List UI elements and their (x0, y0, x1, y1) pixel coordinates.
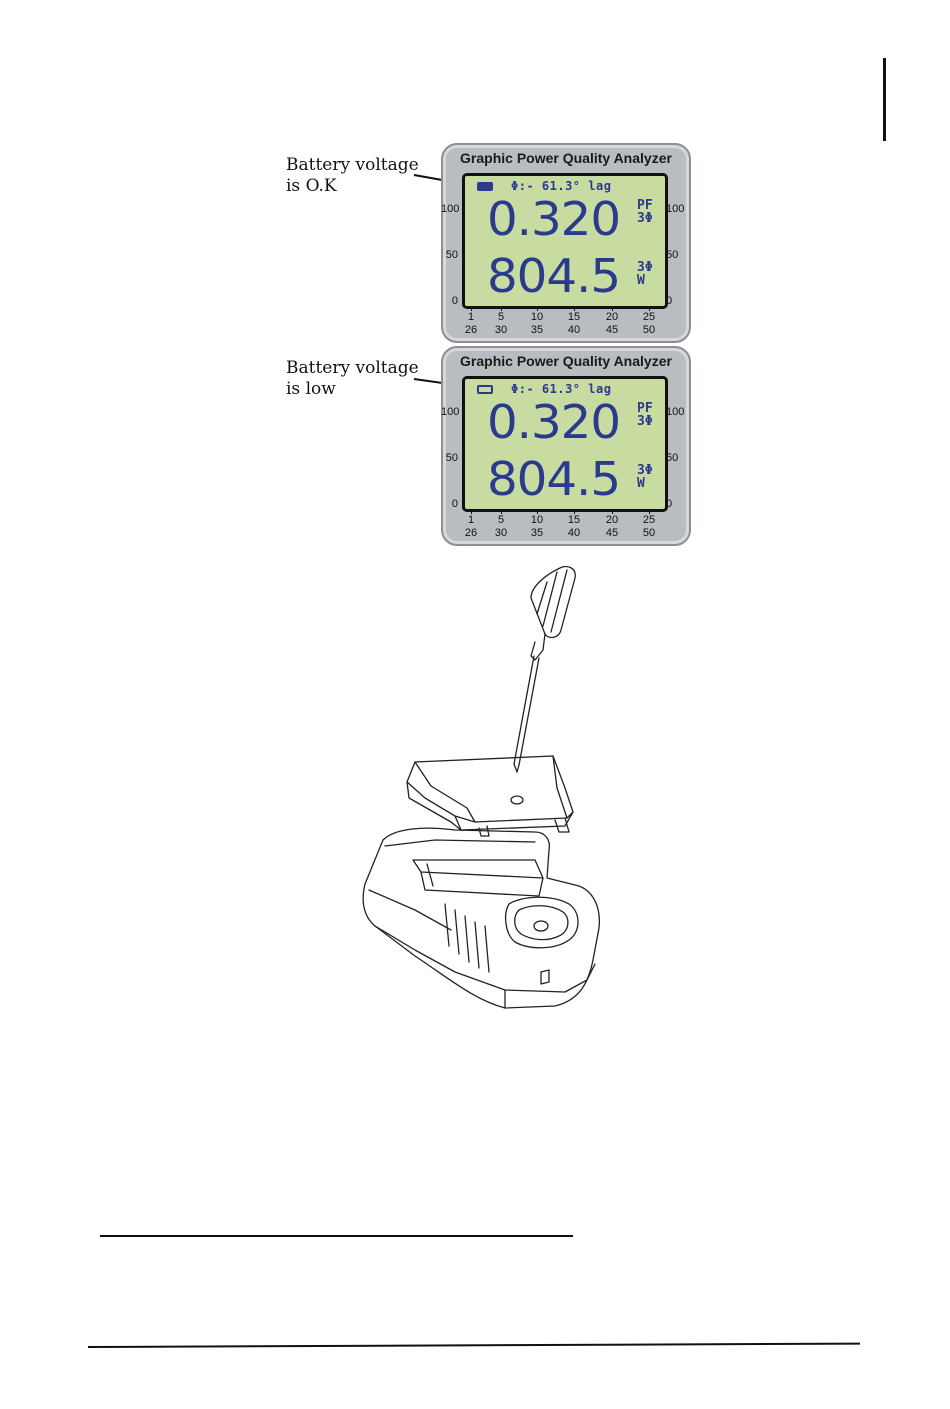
harmonic-tick-20: 20 (602, 514, 622, 526)
scale-left-100: 100 (441, 406, 458, 418)
harmonic-tick-5: 5 (491, 311, 511, 323)
unit-3phase-top: 3Φ (637, 212, 653, 225)
lcd-screen: Φ:- 61.3° lag 0.320 PF 3Φ 804.5 3Φ W (462, 376, 668, 512)
lcd-screen: Φ:- 61.3° lag 0.320 PF 3Φ 804.5 3Φ W (462, 173, 668, 309)
page-side-rule (883, 58, 886, 141)
battery-replacement-illustration (355, 560, 615, 1020)
scale-left-0: 0 (441, 295, 458, 307)
footer-rule (88, 1343, 860, 1348)
screwdriver-illustration (514, 566, 575, 772)
harmonic-tick-25: 25 (639, 311, 659, 323)
unit-watt: W (637, 477, 645, 490)
harmonic-tick-15: 15 (564, 311, 584, 323)
meter-face-battery-low: Graphic Power Quality Analyzer 100 50 0 … (441, 346, 691, 546)
harmonic-tick-35: 35 (527, 324, 547, 336)
callout-battery-ok: Battery voltage is O.K (286, 155, 419, 197)
power-value: 804.5 (487, 456, 620, 502)
meter-face-battery-ok: Graphic Power Quality Analyzer 100 50 0 … (441, 143, 691, 343)
scale-left-0: 0 (441, 498, 458, 510)
harmonic-tick-26: 26 (461, 527, 481, 539)
unit-3phase-top: 3Φ (637, 415, 653, 428)
power-factor-value: 0.320 (487, 196, 620, 242)
harmonic-tick-20: 20 (602, 311, 622, 323)
meter-title: Graphic Power Quality Analyzer (443, 150, 689, 166)
harmonic-tick-1: 1 (461, 311, 481, 323)
scale-right-100: 100 (666, 203, 684, 215)
harmonic-tick-25: 25 (639, 514, 659, 526)
harmonic-tick-5: 5 (491, 514, 511, 526)
harmonic-tick-40: 40 (564, 527, 584, 539)
scale-left-50: 50 (441, 452, 458, 464)
meter-title: Graphic Power Quality Analyzer (443, 353, 689, 369)
harmonic-tick-10: 10 (527, 514, 547, 526)
harmonic-tick-30: 30 (491, 324, 511, 336)
power-factor-value: 0.320 (487, 399, 620, 445)
harmonic-tick-15: 15 (564, 514, 584, 526)
harmonic-tick-10: 10 (527, 311, 547, 323)
harmonic-tick-50: 50 (639, 527, 659, 539)
power-value: 804.5 (487, 253, 620, 299)
scale-right-100: 100 (666, 406, 684, 418)
phase-readout: Φ:- 61.3° lag (511, 382, 611, 396)
harmonic-tick-26: 26 (461, 324, 481, 336)
harmonic-tick-45: 45 (602, 324, 622, 336)
meter-body-illustration (363, 828, 599, 1008)
battery-low-icon (477, 385, 493, 394)
harmonic-tick-30: 30 (491, 527, 511, 539)
callout-battery-low: Battery voltage is low (286, 358, 419, 400)
section-rule (100, 1235, 573, 1237)
harmonic-tick-35: 35 (527, 527, 547, 539)
phase-readout: Φ:- 61.3° lag (511, 179, 611, 193)
scale-left-100: 100 (441, 203, 458, 215)
harmonic-tick-45: 45 (602, 527, 622, 539)
battery-full-icon (477, 182, 493, 191)
scale-left-50: 50 (441, 249, 458, 261)
harmonic-tick-40: 40 (564, 324, 584, 336)
harmonic-tick-1: 1 (461, 514, 481, 526)
harmonic-tick-50: 50 (639, 324, 659, 336)
unit-watt: W (637, 274, 645, 287)
battery-cover-illustration (407, 756, 573, 836)
